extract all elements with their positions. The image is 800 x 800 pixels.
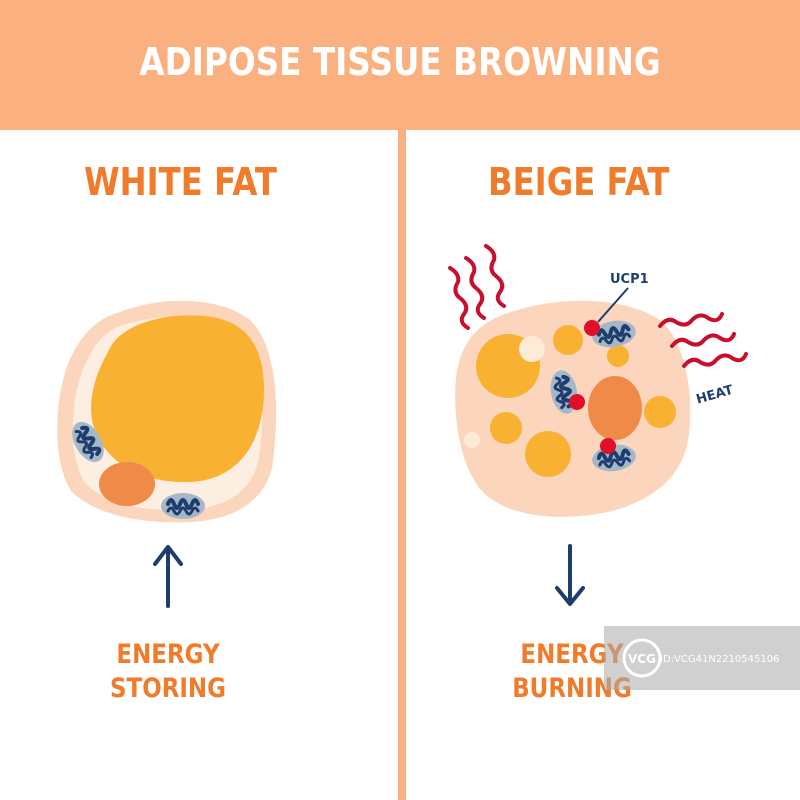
- page-title: ADIPOSE TISSUE BROWNING: [139, 40, 661, 84]
- ucp1-protein-icon: [600, 438, 616, 454]
- beige-vacuole: [519, 336, 545, 362]
- svg-text:VCG: VCG: [628, 652, 656, 666]
- mitochondria-icon: [159, 491, 207, 521]
- title-banner: ADIPOSE TISSUE BROWNING: [0, 0, 800, 130]
- energy-word: ENERGY: [116, 639, 220, 670]
- beige-cell-nucleus: [588, 376, 642, 440]
- beige-lipid-droplet: [644, 396, 676, 428]
- ucp1-pointer-line: [597, 287, 629, 323]
- watermark-id: ID:VCG41N2210545106: [660, 654, 780, 665]
- heat-waves-left-icon: [448, 244, 506, 330]
- white-cell-nucleus: [99, 462, 155, 506]
- heat-waves-right-icon: [658, 312, 748, 368]
- panel-divider: [398, 130, 406, 800]
- up-arrow-icon: [153, 545, 183, 608]
- white-lipid-droplet: [91, 315, 264, 483]
- ucp1-protein-icon: [584, 320, 600, 336]
- white-fat-cell: [57, 300, 277, 608]
- energy-storing-label: ENERGY STORING: [83, 638, 253, 706]
- beige-fat-cell: UCP1 HEAT: [448, 244, 748, 606]
- beige-lipid-droplet: [553, 325, 583, 355]
- beige-lipid-droplet: [525, 431, 571, 477]
- ucp1-protein-icon: [569, 394, 585, 410]
- down-arrow-icon: [555, 544, 585, 606]
- white-fat-heading: WHITE FAT: [84, 160, 277, 204]
- beige-lipid-droplet: [490, 412, 522, 444]
- ucp1-label: UCP1: [610, 272, 649, 287]
- beige-vacuole: [464, 432, 480, 448]
- storing-word: STORING: [110, 673, 226, 704]
- beige-fat-heading: BEIGE FAT: [488, 160, 670, 204]
- beige-lipid-droplet: [607, 345, 629, 367]
- heat-label: HEAT: [695, 383, 735, 408]
- vcg-logo-icon: VCG: [622, 638, 662, 678]
- watermark: VCG ID:VCG41N2210545106: [604, 626, 800, 690]
